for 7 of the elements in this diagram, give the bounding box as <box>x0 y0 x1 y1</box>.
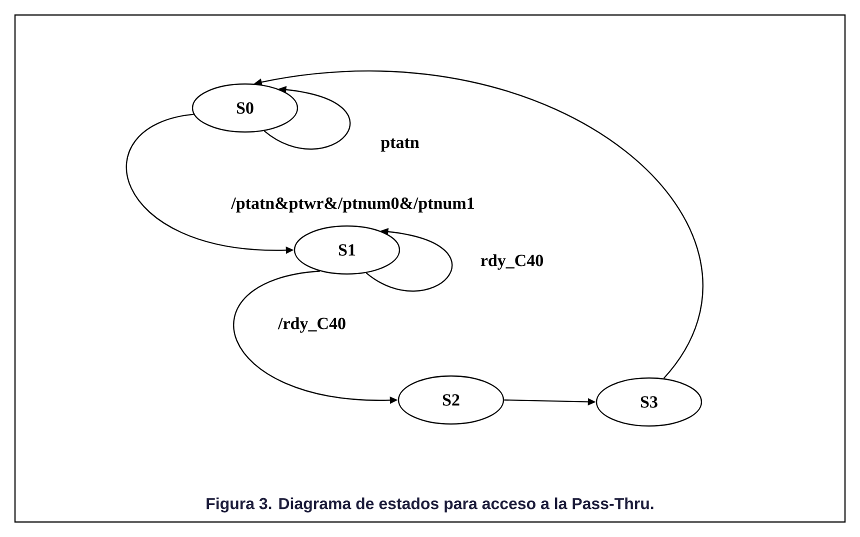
edge-label: /rdy_C40 <box>278 317 346 333</box>
caption: Figura 3. Diagrama de estados para acceso a la Pass-Thru. <box>206 498 654 512</box>
edge-label: rdy_C40 <box>480 254 543 270</box>
edge-label: /ptatn&ptwr&/ptnum0&/ptnum1 <box>230 198 474 212</box>
arrow <box>366 228 452 292</box>
edge-label: ptatn <box>380 138 420 152</box>
arrow <box>264 86 350 150</box>
